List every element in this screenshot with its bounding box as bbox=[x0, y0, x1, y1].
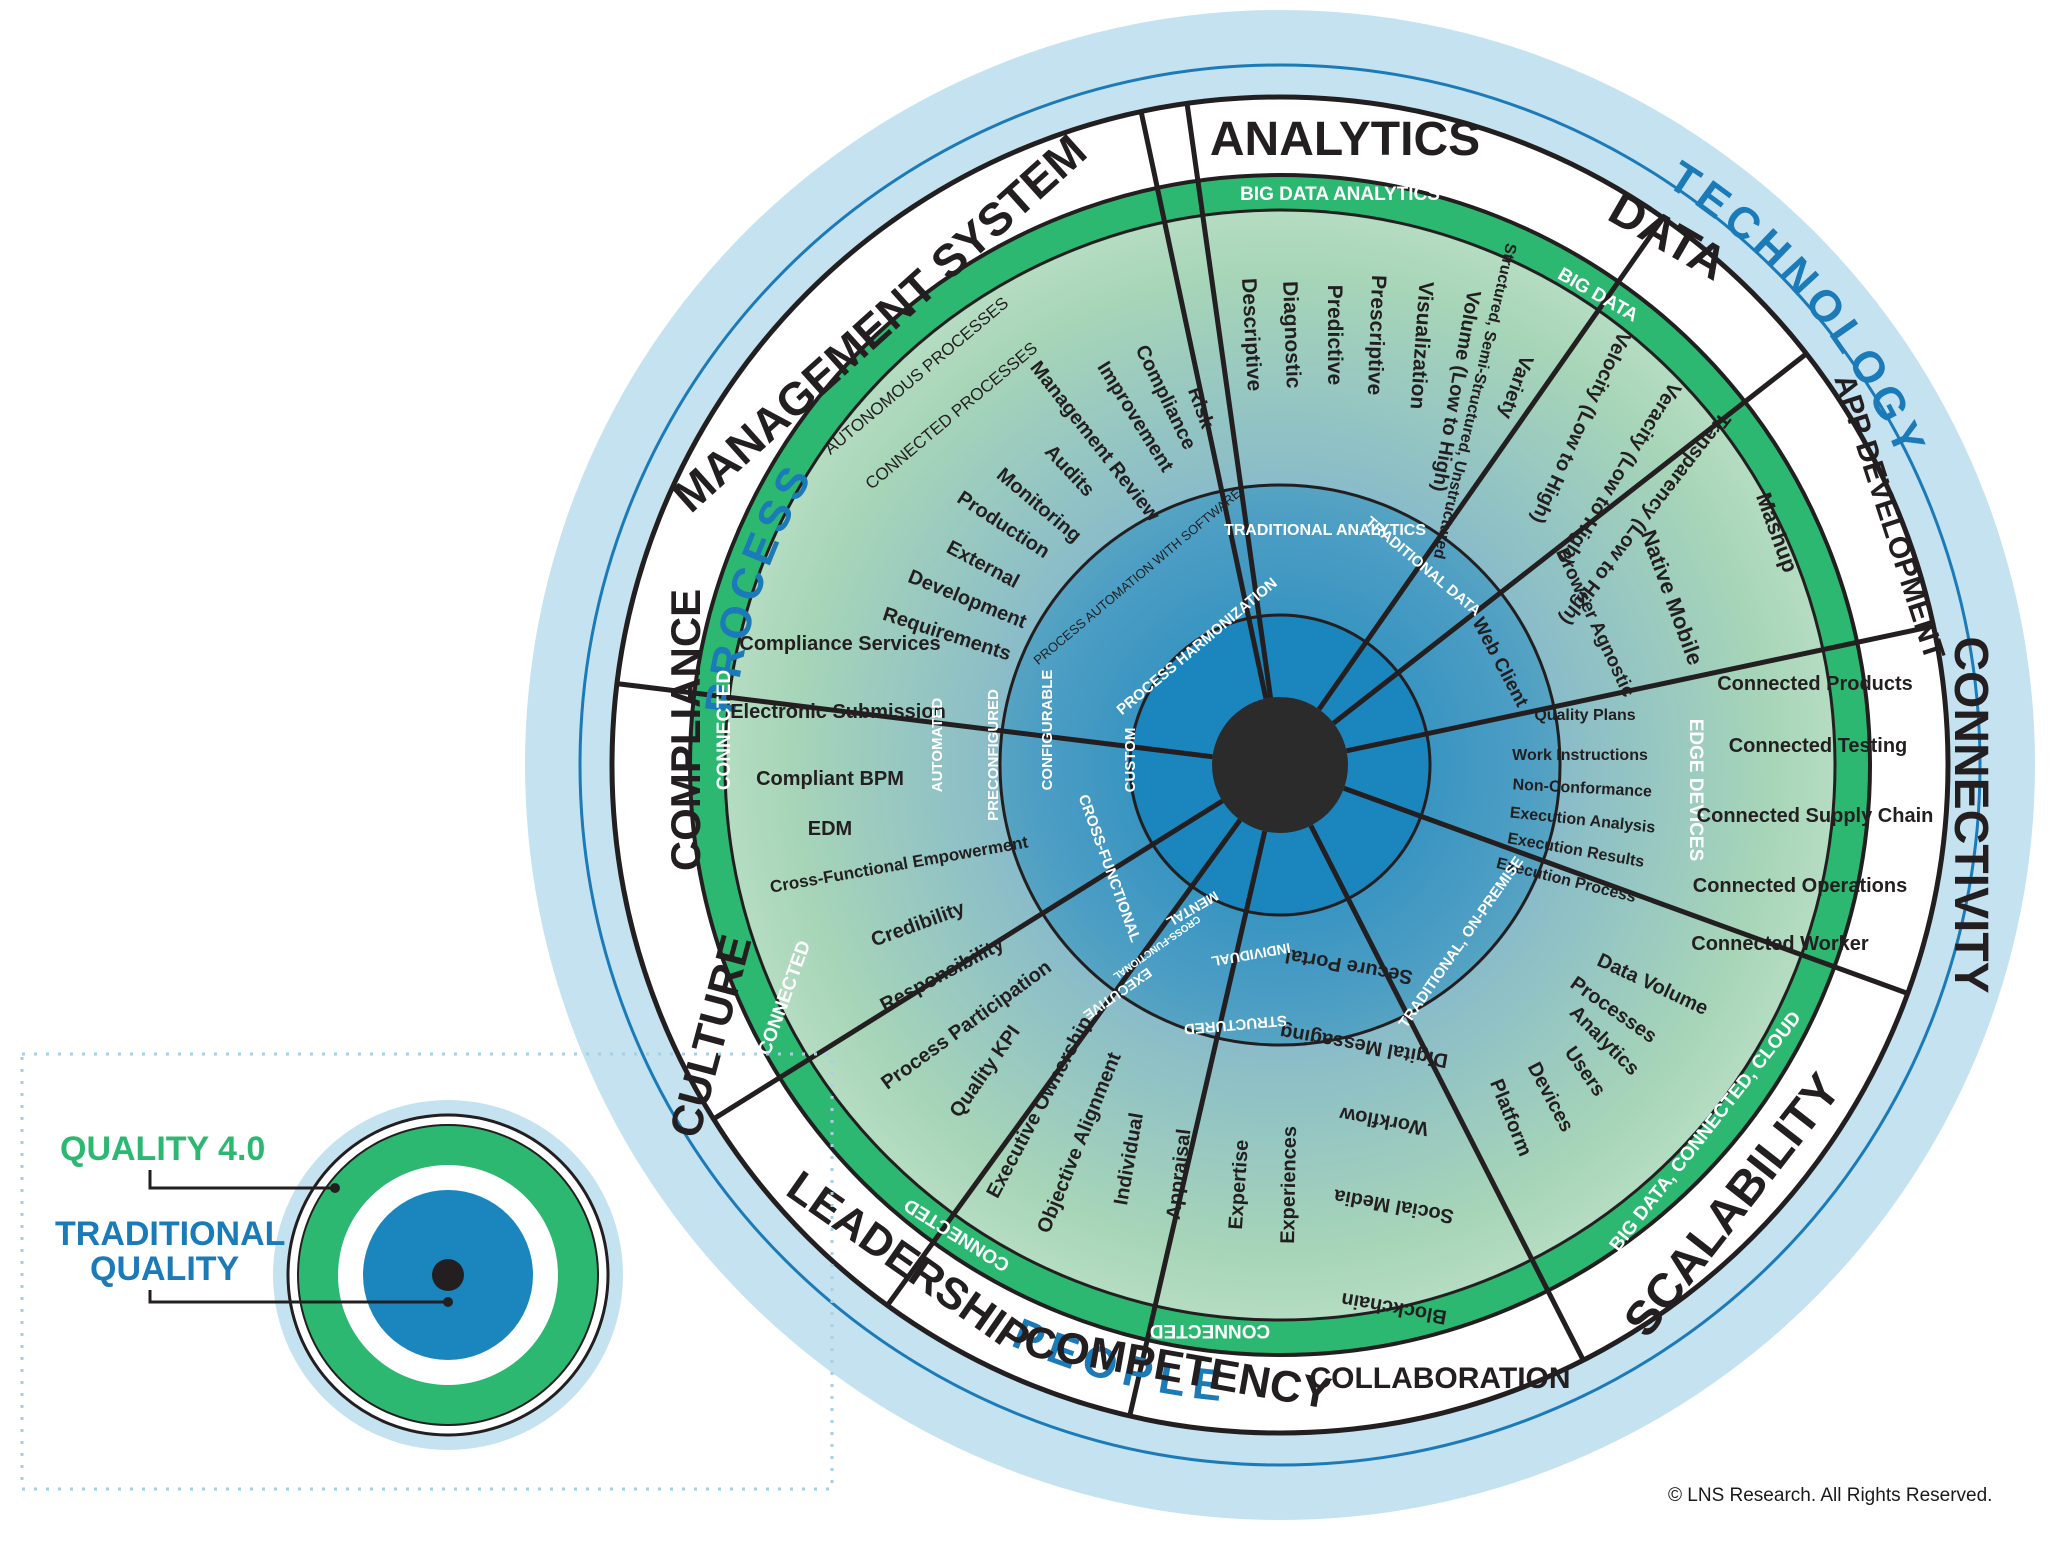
list-item: Connected Operations bbox=[1693, 875, 1907, 897]
sector-divider bbox=[1127, 830, 1268, 1417]
legend-traditional-label-line2: QUALITY bbox=[90, 1250, 240, 1288]
big-data-analytics-band: BIG DATA ANALYTICS bbox=[1240, 184, 1440, 205]
custom-ring-label: CUSTOM bbox=[1122, 728, 1139, 793]
analytics-items: Descriptive Diagnostic Predictive Prescr… bbox=[1237, 275, 1437, 410]
legend-traditional-dot bbox=[443, 1297, 453, 1307]
compliance-rings: AUTOMATED PRECONFIGURED CONFIGURABLE CUS… bbox=[929, 670, 1139, 821]
compliance-connected-band: CONNECTED bbox=[714, 670, 735, 790]
sector-divider bbox=[1343, 785, 1909, 996]
hub bbox=[1212, 697, 1348, 833]
legend-quality-40-label: QUALITY 4.0 bbox=[60, 1130, 265, 1168]
sector-divider bbox=[1308, 824, 1586, 1362]
preconfigured-ring-label: PRECONFIGURED bbox=[985, 689, 1002, 821]
list-item: Compliant BPM bbox=[756, 768, 904, 790]
sector-divider bbox=[616, 681, 1213, 760]
list-item: Connected Supply Chain bbox=[1697, 805, 1934, 827]
legend-traditional-leader bbox=[148, 1290, 448, 1304]
list-item: Connected Products bbox=[1717, 673, 1913, 695]
list-item: Compliance Services bbox=[739, 633, 940, 655]
list-item: Experiences bbox=[1277, 1126, 1301, 1244]
automated-ring-label: AUTOMATED bbox=[929, 698, 946, 793]
copyright-notice: © LNS Research. All Rights Reserved. bbox=[1668, 1485, 1993, 1506]
list-item: EDM bbox=[808, 818, 852, 840]
edge-devices-band: EDGE DEVICES bbox=[1685, 719, 1706, 862]
legend-traditional-label-line1: TRADITIONAL bbox=[55, 1215, 285, 1253]
list-item: Connected Testing bbox=[1729, 735, 1908, 757]
configurable-ring-label: CONFIGURABLE bbox=[1039, 670, 1056, 791]
sector-divider bbox=[885, 818, 1243, 1307]
list-item: Quality Plans bbox=[1534, 707, 1635, 724]
outer-ring-line bbox=[578, 63, 1982, 1467]
list-item: Diagnostic bbox=[1278, 281, 1305, 389]
compliance-items: Compliance Services Electronic Submissio… bbox=[730, 633, 946, 840]
legend-quality-40-dot bbox=[330, 1183, 340, 1193]
traditional-analytics: TRADITIONAL ANALYTICS bbox=[1224, 522, 1426, 539]
sector-dividers bbox=[616, 103, 1934, 1417]
list-item: Connected Worker bbox=[1691, 933, 1869, 955]
sector-divider bbox=[1332, 351, 1808, 726]
list-item: Predictive bbox=[1323, 285, 1346, 385]
list-item: Electronic Submission bbox=[730, 701, 946, 723]
collaboration-title: COLLABORATION bbox=[1309, 1362, 1570, 1395]
analytics-title: ANALYTICS bbox=[1210, 113, 1480, 166]
sector-divider bbox=[1345, 623, 1934, 754]
sector-divider bbox=[712, 798, 1224, 1122]
legend-hub bbox=[432, 1259, 464, 1291]
sector-divider bbox=[1138, 111, 1269, 700]
legend-quality-40-leader bbox=[148, 1170, 335, 1190]
sector-divider bbox=[1184, 103, 1274, 699]
compliance-title: COMPLIANCE bbox=[662, 589, 709, 871]
list-item: Work Instructions bbox=[1512, 747, 1648, 764]
list-item: Prescriptive bbox=[1363, 275, 1390, 396]
sector-divider bbox=[1316, 216, 1666, 711]
connectivity-title: CONNECTIVITY bbox=[1944, 636, 1997, 993]
competency-connected-band: CONNECTED bbox=[1150, 1320, 1270, 1341]
connectivity-outer-items: Connected Products Connected Testing Con… bbox=[1691, 673, 1933, 955]
